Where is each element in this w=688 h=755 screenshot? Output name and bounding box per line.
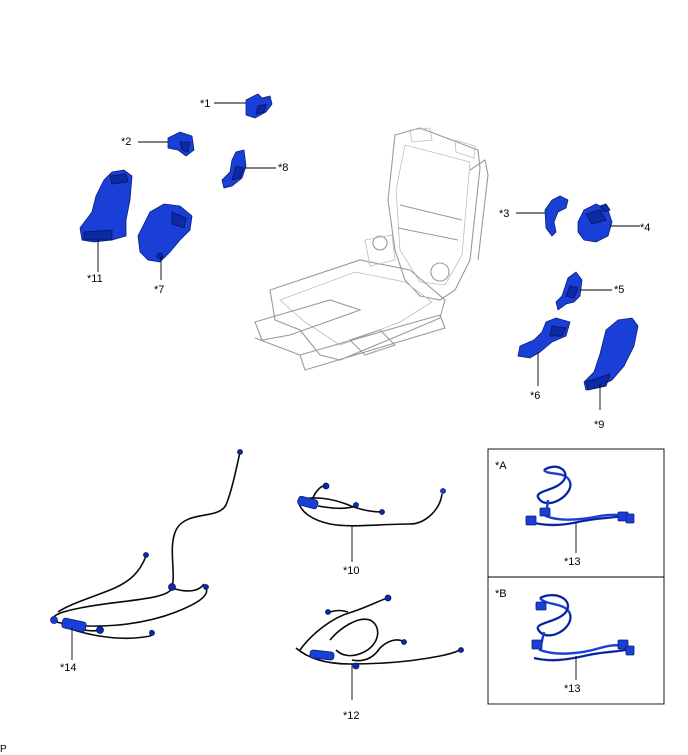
- inset-b-label: *B: [495, 588, 507, 600]
- part-7: [137, 203, 193, 263]
- label-part-6: *6: [530, 390, 540, 402]
- inset-a-label: *A: [495, 460, 507, 472]
- label-part-9: *9: [594, 419, 604, 431]
- part-9: [583, 317, 639, 391]
- label-part-14: *14: [60, 662, 77, 674]
- part-2: [167, 131, 195, 157]
- part-8: [221, 149, 247, 189]
- label-part-2: *2: [121, 136, 131, 148]
- part-3: [544, 195, 569, 237]
- harness-13a: [525, 465, 635, 527]
- label-part-8: *8: [278, 162, 288, 174]
- harness-13b: [531, 593, 635, 662]
- label-part-4: *4: [640, 222, 650, 234]
- label-part-12: *12: [343, 710, 360, 722]
- cable-14: [50, 449, 243, 640]
- part-11: [79, 169, 133, 243]
- label-part-13b: *13: [564, 683, 581, 695]
- seat-frame: [254, 127, 489, 371]
- cable-10: [297, 482, 446, 527]
- label-part-13a: *13: [564, 556, 581, 568]
- label-part-1: *1: [200, 98, 210, 110]
- label-part-7: *7: [154, 284, 164, 296]
- part-1: [245, 93, 273, 119]
- label-part-11: *11: [87, 273, 103, 285]
- label-part-5: *5: [614, 284, 624, 296]
- part-4: [577, 203, 613, 243]
- inset-b-frame: [487, 576, 665, 705]
- part-5: [555, 271, 583, 311]
- part-6: [517, 317, 571, 359]
- label-part-3: *3: [499, 208, 509, 220]
- corner-code: P: [0, 744, 7, 755]
- label-part-10: *10: [343, 565, 360, 577]
- cable-12: [295, 594, 464, 670]
